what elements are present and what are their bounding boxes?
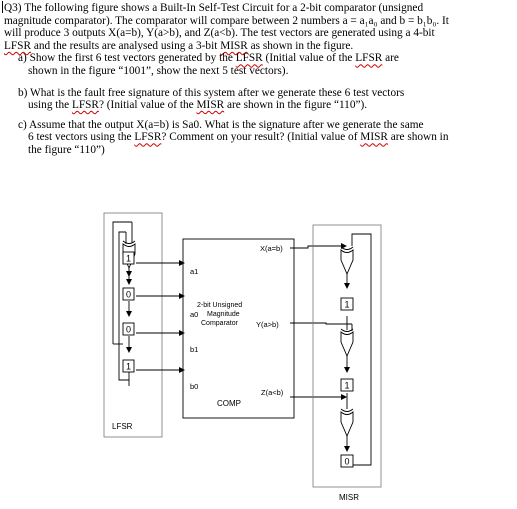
lfsr-cell-1	[122, 251, 135, 265]
output-x-label: X(a=b)	[260, 244, 283, 253]
part-b-misr: MISR	[196, 99, 225, 112]
part-c-misr: MISR	[360, 131, 388, 144]
lfsr-label: LFSR	[112, 422, 133, 431]
part-a-line-2: shown in the figure “1001”, show the nex…	[28, 64, 289, 77]
part-a-lfsr-2: LFSR	[355, 52, 383, 65]
part-a: a) Show the first 6 test vectors generat…	[18, 52, 512, 77]
misr-xor-gate-3	[340, 408, 354, 452]
lfsr-bit-3: 0	[126, 325, 131, 335]
part-c-line-2a: 6 test vectors using the	[28, 131, 135, 144]
intro-line-4b: and the results are analysed using a 3-b…	[31, 39, 221, 52]
lfsr-box	[103, 212, 163, 438]
output-y-label: Y(a>b)	[256, 320, 279, 329]
input-a0-label: a0	[190, 310, 198, 319]
part-c-line-2c: ? Comment on your result? (Initial value…	[161, 131, 361, 144]
lfsr-cell-4	[122, 359, 135, 373]
input-b1-label: b1	[190, 345, 198, 354]
comparator-title-3: Comparator	[201, 320, 239, 327]
input-b0-label: b0	[190, 382, 198, 391]
lfsr-bit-1: 1	[126, 254, 131, 264]
misr-xor-gate-2	[340, 328, 354, 373]
part-c-line-3: the figure “110”)	[28, 143, 105, 156]
part-b-line-2e: are shown in the figure “110”).	[224, 99, 368, 112]
part-b-lfsr: LFSR	[71, 99, 99, 112]
part-b-line-2c: ? (Initial value of the	[98, 99, 197, 112]
intro-line-4d: as shown in the figure.	[247, 39, 354, 52]
corner-mark	[2, 1, 3, 13]
misr-bit-2: 1	[344, 381, 349, 391]
misr-feedback-wire	[351, 233, 372, 466]
intro-line-2: magnitude comparator). The comparator wi…	[4, 14, 449, 27]
lfsr-cell-2	[122, 287, 135, 301]
question-text: Q3) The following figure shows a Built-I…	[4, 2, 512, 157]
misr-cell-2	[340, 378, 354, 392]
misr-register: 1 1 0	[340, 297, 354, 468]
output-z-label: Z(a<b)	[261, 388, 284, 397]
misr-cell-3	[340, 454, 354, 468]
part-a-line-1c: (Initial value of the	[262, 52, 356, 65]
part-c-lfsr: LFSR	[134, 131, 162, 144]
misr-bit-3: 0	[344, 457, 349, 467]
part-a-line-1e: are	[382, 52, 399, 65]
comparator-box	[182, 238, 295, 419]
part-b-line-2a: using the	[28, 99, 72, 112]
input-a1-label: a1	[190, 267, 198, 276]
comparator-label: COMP	[217, 399, 241, 408]
misr-label: MISR	[339, 493, 359, 502]
comparator-title-1: 2-bit Unsigned	[197, 302, 242, 309]
part-c-line-1: c) Assume that the output X(a=b) is Sa0.…	[18, 118, 424, 131]
question-intro: Q3) The following figure shows a Built-I…	[4, 2, 512, 52]
intro-lfsr-term: LFSR	[4, 39, 32, 52]
lfsr-bit-4: 1	[126, 362, 131, 372]
intro-line-1: Q3) The following figure shows a Built-I…	[4, 2, 424, 14]
intro-misr-term: MISR	[220, 39, 248, 52]
part-b: b) What is the fault free signature of t…	[18, 87, 512, 112]
part-b-line-1: b) What is the fault free signature of t…	[18, 86, 405, 99]
misr-cell-1	[340, 297, 354, 311]
intro-line-3: will produce 3 outputs X(a=b), Y(a>b), a…	[4, 27, 435, 40]
misr-xor-gate-1	[340, 246, 354, 289]
part-a-lfsr-1: LFSR	[235, 52, 263, 65]
part-c-line-2e: are shown in	[387, 131, 449, 144]
comparator-title-2: Magnitude	[207, 311, 240, 318]
lfsr-bit-2: 0	[126, 290, 131, 300]
lfsr-feedback-wire	[112, 221, 132, 344]
part-a-line-1a: a) Show the first 6 test vectors generat…	[18, 52, 236, 65]
lfsr-register: 1 0 0 1	[122, 251, 135, 373]
misr-bit-1: 1	[344, 300, 349, 310]
misr-box	[312, 224, 382, 488]
part-c: c) Assume that the output X(a=b) is Sa0.…	[18, 119, 512, 157]
lfsr-xor-gate	[122, 222, 136, 277]
lfsr-tap-wire	[118, 231, 130, 381]
lfsr-cell-3	[122, 322, 135, 336]
